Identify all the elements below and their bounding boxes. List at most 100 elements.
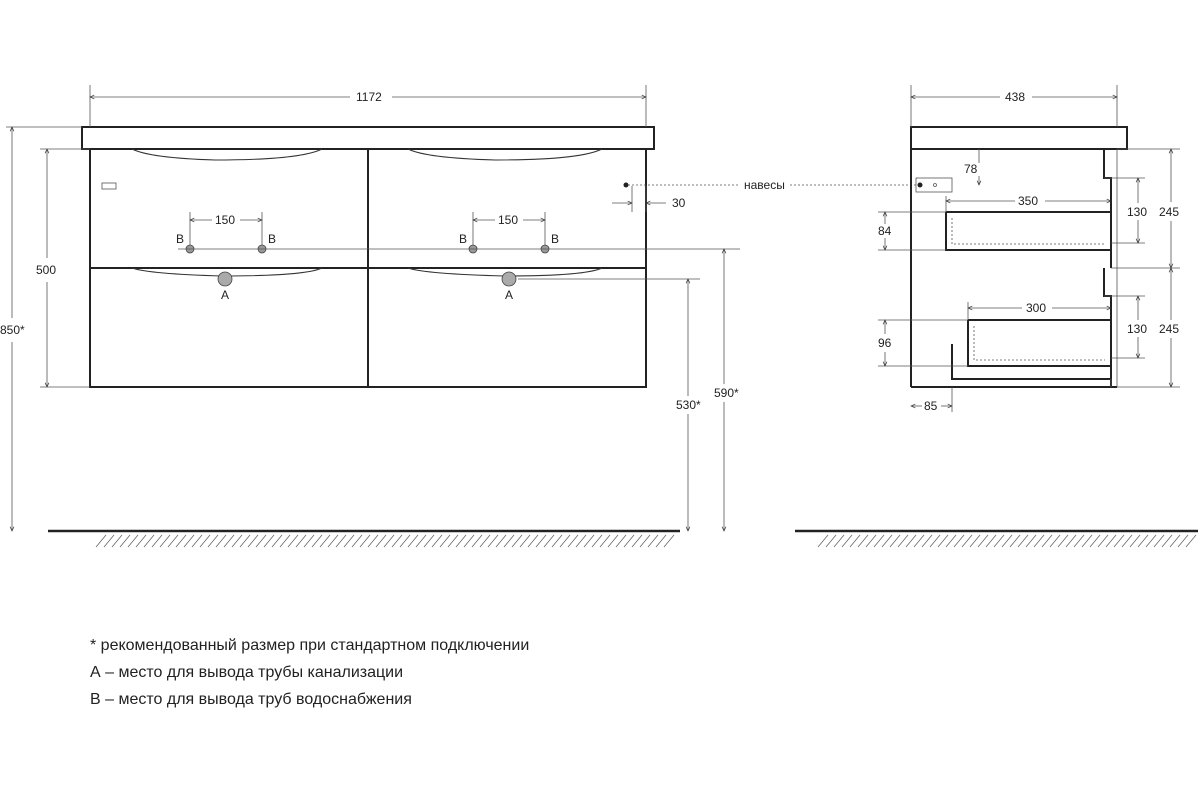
height-dimension-label: 500: [36, 263, 56, 277]
hatch-stroke: [535, 534, 547, 548]
hatch-stroke: [135, 534, 147, 548]
side-view: 438 78 350 84 300 96 85: [795, 85, 1198, 548]
hatch-stroke: [1089, 534, 1101, 548]
hatch-stroke: [873, 534, 885, 548]
note-point-a: А – место для вывода трубы канализации: [90, 664, 404, 681]
hatch-stroke: [575, 534, 587, 548]
hatch-stroke: [495, 534, 507, 548]
hatch-stroke: [199, 534, 211, 548]
hatch-stroke: [1065, 534, 1077, 548]
hatch-stroke: [647, 534, 659, 548]
hatch-stroke: [503, 534, 515, 548]
hatch-stroke: [913, 534, 925, 548]
hatch-stroke: [1145, 534, 1157, 548]
hatch-stroke: [1049, 534, 1061, 548]
hatch-stroke: [519, 534, 531, 548]
hatch-stroke: [207, 534, 219, 548]
hatch-stroke: [159, 534, 171, 548]
note-recommended: * рекомендованный размер при стандартном…: [90, 637, 530, 654]
hatch-stroke: [471, 534, 483, 548]
hatch-stroke: [1017, 534, 1029, 548]
hatch-stroke: [479, 534, 491, 548]
hatch-stroke: [463, 534, 475, 548]
left-point-a: A: [221, 288, 229, 302]
hatch-stroke: [1105, 534, 1117, 548]
upper-section-label: 245: [1159, 205, 1179, 219]
hatch-stroke: [311, 534, 323, 548]
hatch-stroke: [351, 534, 363, 548]
hatch-stroke: [343, 534, 355, 548]
hatch-stroke: [977, 534, 989, 548]
lower-drawer-height-label: 96: [878, 336, 892, 350]
hatch-stroke: [817, 534, 829, 548]
hatch-stroke: [583, 534, 595, 548]
hatch-stroke: [215, 534, 227, 548]
hatch-stroke: [1073, 534, 1085, 548]
hatch-stroke: [857, 534, 869, 548]
hatch-stroke: [407, 534, 419, 548]
hatch-stroke: [953, 534, 965, 548]
right-point-b-2: B: [551, 232, 559, 246]
hatch-stroke: [841, 534, 853, 548]
hatch-stroke: [223, 534, 235, 548]
hatch-stroke: [439, 534, 451, 548]
hatch-stroke: [295, 534, 307, 548]
hatch-stroke: [279, 534, 291, 548]
hatch-stroke: [1033, 534, 1045, 548]
hatch-stroke: [615, 534, 627, 548]
hatch-stroke: [1113, 534, 1125, 548]
hatch-stroke: [1161, 534, 1173, 548]
hatch-stroke: [825, 534, 837, 548]
hatch-stroke: [1185, 534, 1197, 548]
hatch-stroke: [567, 534, 579, 548]
hatch-stroke: [969, 534, 981, 548]
hatch-stroke: [231, 534, 243, 548]
hatch-stroke: [119, 534, 131, 548]
hanger-offset-label: 30: [672, 196, 686, 210]
hatch-stroke: [1009, 534, 1021, 548]
hatch-stroke: [945, 534, 957, 548]
hanger-bracket: [915, 177, 953, 193]
hatch-stroke: [431, 534, 443, 548]
hatch-stroke: [447, 534, 459, 548]
hatch-stroke: [591, 534, 603, 548]
hatch-stroke: [639, 534, 651, 548]
hatch-stroke: [415, 534, 427, 548]
hatch-stroke: [1081, 534, 1093, 548]
hatch-stroke: [865, 534, 877, 548]
depth-dimension-label: 438: [1005, 90, 1025, 104]
hatch-stroke: [287, 534, 299, 548]
hatch-stroke: [1153, 534, 1165, 548]
right-sink-curve: [407, 148, 603, 161]
hatch-stroke: [303, 534, 315, 548]
left-sink-curve: [131, 148, 323, 161]
hatch-stroke: [921, 534, 933, 548]
hatch-stroke: [127, 534, 139, 548]
hatch-stroke: [183, 534, 195, 548]
hatch-stroke: [271, 534, 283, 548]
hatch-stroke: [929, 534, 941, 548]
notes: * рекомендованный размер при стандартном…: [90, 632, 529, 713]
right-point-a: A: [505, 288, 513, 302]
bottom-offset-label: 85: [924, 399, 938, 413]
left-spacing-label: 150: [215, 213, 235, 227]
hatch-stroke: [607, 534, 619, 548]
hatch-stroke: [1001, 534, 1013, 548]
hatch-stroke: [455, 534, 467, 548]
hatch-stroke: [623, 534, 635, 548]
lower-section-label: 245: [1159, 322, 1179, 336]
hatch-stroke: [391, 534, 403, 548]
hatch-stroke: [247, 534, 259, 548]
hatch-stroke: [655, 534, 667, 548]
hatch-stroke: [359, 534, 371, 548]
note-point-b: В – место для вывода труб водоснабжения: [90, 691, 412, 708]
hatch-stroke: [143, 534, 155, 548]
countertop-side: [910, 126, 1128, 150]
hatch-stroke: [1169, 534, 1181, 548]
hatch-stroke: [423, 534, 435, 548]
hatch-stroke: [239, 534, 251, 548]
countertop-front: [81, 126, 655, 150]
hanger-point: [623, 182, 629, 188]
hatch-stroke: [375, 534, 387, 548]
